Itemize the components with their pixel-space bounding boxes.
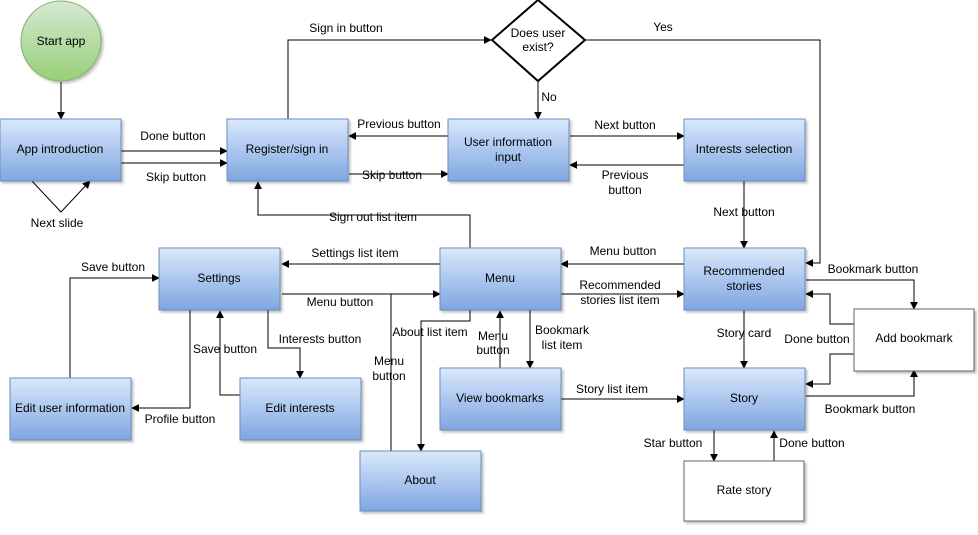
label-bookmark-list-item-2: list item: [542, 338, 583, 352]
label-previous-button-interests-1: Previous: [602, 168, 649, 182]
label-previous-button-interests-2: button: [608, 183, 641, 197]
label-profile-button: Profile button: [145, 412, 216, 426]
node-register-sign-in-label: Register/sign in: [246, 142, 329, 156]
node-about: About: [359, 450, 482, 512]
label-yes: Yes: [653, 20, 673, 34]
node-start-app-label: Start app: [37, 34, 86, 48]
node-add-bookmark: Add bookmark: [853, 308, 975, 372]
label-done-button-rate: Done button: [779, 436, 844, 450]
label-menu-button-bookmarks-1: Menu: [478, 329, 508, 343]
label-star-button: Star button: [644, 436, 703, 450]
edge-bookmark-top: [806, 279, 918, 310]
label-sign-in-button: Sign in button: [309, 21, 382, 35]
edge-yes: [585, 39, 821, 267]
edge-labels: Done button Skip button Next slide Sign …: [31, 20, 919, 450]
node-app-introduction-label: App introduction: [17, 142, 104, 156]
node-view-bookmarks: View bookmarks: [439, 367, 562, 431]
node-edit-interests: Edit interests: [239, 377, 362, 441]
edge-save-edit-interests: [216, 310, 240, 396]
label-interests-button: Interests button: [279, 332, 362, 346]
edge-sign-out: [254, 181, 471, 248]
edge-save-edit-user: [69, 274, 160, 378]
edge-interests-button: [267, 310, 304, 379]
node-settings-label: Settings: [197, 271, 240, 285]
label-skip-button-intro: Skip button: [146, 170, 206, 184]
edge-done-bookmark-bottom: [805, 353, 854, 388]
label-save-button-edit-interests: Save button: [193, 342, 257, 356]
edge-next-slide: [30, 179, 91, 213]
edge-profile-button: [131, 310, 191, 412]
edges: [30, 36, 918, 462]
label-next-button-userinfo: Next button: [594, 118, 655, 132]
label-story-card: Story card: [717, 326, 772, 340]
label-done-button-bookmark: Done button: [784, 332, 849, 346]
label-story-list-item: Story list item: [576, 382, 648, 396]
node-rate-story-label: Rate story: [717, 483, 772, 497]
node-view-bookmarks-label: View bookmarks: [456, 391, 544, 405]
node-rate-story: Rate story: [683, 460, 805, 522]
node-register-sign-in: Register/sign in: [226, 118, 349, 182]
label-bookmark-list-item-1: Bookmark: [535, 323, 590, 337]
node-about-label: About: [404, 473, 436, 487]
label-menu-button-about-1: Menu: [374, 354, 404, 368]
label-bookmark-button-top: Bookmark button: [828, 262, 919, 276]
nodes: Start app App introduction Register/sign…: [0, 0, 975, 522]
label-menu-button-bookmarks-2: button: [476, 343, 509, 357]
label-settings-list-item: Settings list item: [311, 246, 398, 260]
node-does-user-exist-label-2: exist?: [522, 40, 554, 54]
label-recommended-list-item-1: Recommended: [579, 278, 660, 292]
label-next-slide: Next slide: [31, 216, 84, 230]
label-menu-button-recommended: Menu button: [590, 244, 657, 258]
label-bookmark-button-bottom: Bookmark button: [825, 402, 916, 416]
node-menu-label: Menu: [485, 271, 515, 285]
label-menu-button-settings: Menu button: [307, 295, 374, 309]
label-recommended-list-item-2: stories list item: [580, 293, 659, 307]
node-menu: Menu: [439, 247, 562, 311]
node-edit-user-information-label: Edit user information: [15, 401, 125, 415]
node-recommended-stories-label-1: Recommended: [703, 264, 784, 278]
label-done-button-intro: Done button: [140, 129, 205, 143]
label-previous-button-userinfo: Previous button: [357, 117, 440, 131]
node-app-introduction: App introduction: [0, 118, 122, 182]
node-recommended-stories-label-2: stories: [726, 279, 761, 293]
label-skip-button-userinfo: Skip button: [362, 168, 422, 182]
node-story-label: Story: [730, 391, 758, 405]
node-user-information-input-label-1: User information: [464, 135, 552, 149]
edge-done-bookmark-top: [805, 290, 854, 325]
node-does-user-exist: Does user exist?: [490, 0, 587, 83]
node-story: Story: [683, 367, 806, 431]
label-about-list-item: About list item: [392, 325, 467, 339]
label-menu-button-about-2: button: [372, 369, 405, 383]
edge-about-list-item: [417, 310, 471, 452]
node-add-bookmark-label: Add bookmark: [875, 331, 953, 345]
edge-bookmark-bottom: [806, 369, 918, 397]
label-sign-out-list-item: Sign out list item: [329, 210, 417, 224]
label-save-button-edit-user: Save button: [81, 260, 145, 274]
node-edit-interests-label: Edit interests: [265, 401, 334, 415]
node-settings: Settings: [158, 247, 281, 311]
node-edit-user-information: Edit user information: [9, 377, 132, 441]
node-user-information-input-label-2: input: [495, 150, 522, 164]
node-start-app: Start app: [20, 0, 102, 82]
label-no: No: [541, 90, 557, 104]
node-interests-selection: Interests selection: [683, 118, 806, 182]
node-does-user-exist-label-1: Does user: [511, 26, 566, 40]
edge-sign-in: [287, 36, 492, 119]
node-user-information-input: User information input: [447, 118, 570, 182]
node-recommended-stories: Recommended stories: [683, 247, 806, 311]
node-interests-selection-label: Interests selection: [696, 142, 793, 156]
label-next-button-interests: Next button: [713, 205, 774, 219]
